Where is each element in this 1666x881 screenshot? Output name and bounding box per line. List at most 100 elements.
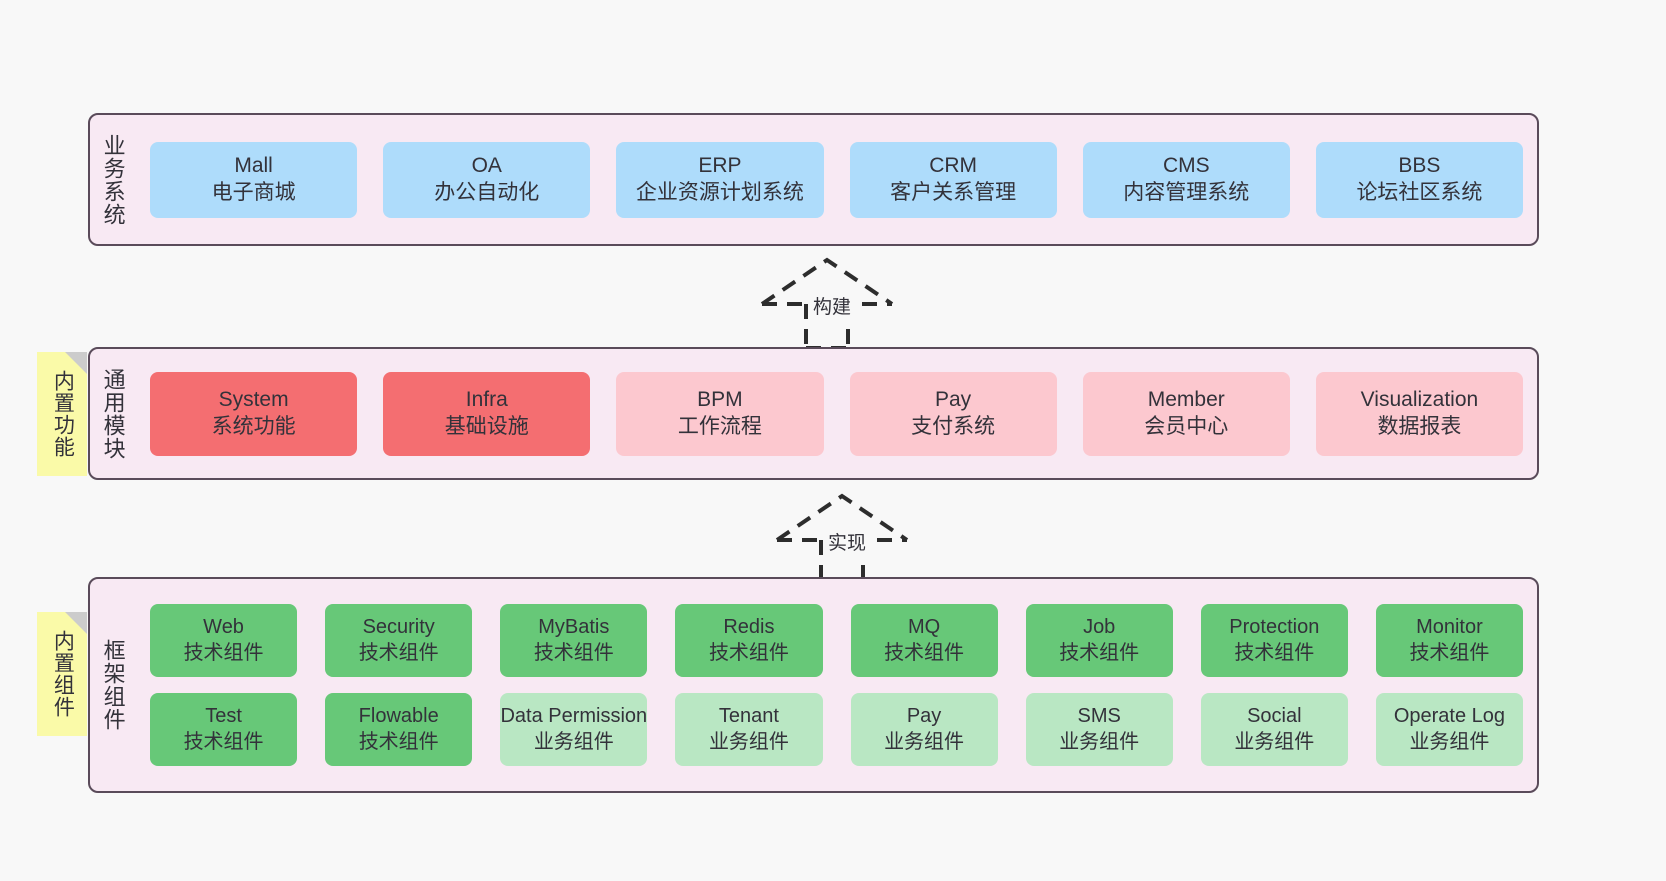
- box-name: Flowable: [358, 704, 439, 727]
- layer-common-modules: 通用模块 System 系统功能 Infra 基础设施 BPM 工作流程 Pay…: [88, 347, 1539, 480]
- note-label: 内置功能: [51, 370, 75, 458]
- framework-box-operate-log[interactable]: Operate Log 业务组件: [1375, 693, 1523, 766]
- business-systems-row: Mall 电子商城 OA 办公自动化 ERP 企业资源计划系统 CRM 客户关系…: [150, 141, 1524, 218]
- framework-box-social[interactable]: Social 业务组件: [1200, 693, 1348, 766]
- box-desc: 内容管理系统: [1123, 180, 1250, 204]
- note-builtin-function: 内置功能: [37, 352, 87, 476]
- box-name: Visualization: [1360, 387, 1479, 411]
- box-desc: 技术组件: [1059, 641, 1140, 664]
- common-box-member[interactable]: Member 会员中心: [1082, 371, 1290, 456]
- box-name: Pay: [935, 387, 972, 411]
- business-box-erp[interactable]: ERP 企业资源计划系统: [616, 141, 824, 218]
- layer-body-business: Mall 电子商城 OA 办公自动化 ERP 企业资源计划系统 CRM 客户关系…: [136, 115, 1537, 244]
- box-desc: 技术组件: [884, 641, 965, 664]
- box-desc: 工作流程: [677, 414, 762, 438]
- framework-box-sms[interactable]: SMS 业务组件: [1025, 693, 1173, 766]
- box-desc: 技术组件: [183, 730, 264, 753]
- common-box-system[interactable]: System 系统功能: [150, 371, 358, 456]
- box-desc: 客户关系管理: [890, 180, 1017, 204]
- box-name: CRM: [929, 153, 978, 177]
- box-desc: 会员中心: [1144, 414, 1229, 438]
- framework-box-redis[interactable]: Redis 技术组件: [675, 604, 823, 677]
- connector-label-build: 构建: [812, 292, 853, 319]
- box-desc: 系统功能: [211, 414, 296, 438]
- framework-box-mybatis[interactable]: MyBatis 技术组件: [500, 604, 648, 677]
- box-name: Data Permission: [500, 704, 648, 727]
- box-name: MyBatis: [538, 615, 610, 638]
- common-modules-row: System 系统功能 Infra 基础设施 BPM 工作流程 Pay 支付系统…: [150, 371, 1524, 456]
- box-name: Tenant: [718, 704, 779, 727]
- connector-label-implement: 实现: [827, 528, 868, 555]
- box-desc: 基础设施: [444, 414, 529, 438]
- box-desc: 技术组件: [708, 641, 789, 664]
- business-box-cms[interactable]: CMS 内容管理系统: [1082, 141, 1290, 218]
- box-desc: 业务组件: [884, 730, 965, 753]
- box-desc: 数据报表: [1377, 414, 1462, 438]
- framework-box-test[interactable]: Test 技术组件: [150, 693, 298, 766]
- connector-implement: 实现: [755, 488, 955, 588]
- box-name: Pay: [906, 704, 942, 727]
- box-name: Operate Log: [1393, 704, 1506, 727]
- box-name: Web: [203, 615, 244, 638]
- common-box-visualization[interactable]: Visualization 数据报表: [1315, 371, 1524, 456]
- box-desc: 论坛社区系统: [1356, 180, 1483, 204]
- box-desc: 技术组件: [533, 641, 614, 664]
- note-builtin-component: 内置组件: [37, 612, 87, 736]
- layer-business-systems: 业务系统 Mall 电子商城 OA 办公自动化 ERP 企业资源计划系统 CRM…: [88, 113, 1539, 246]
- common-box-infra[interactable]: Infra 基础设施: [383, 371, 591, 456]
- box-name: Protection: [1229, 615, 1320, 638]
- box-name: Social: [1247, 704, 1302, 727]
- box-name: BPM: [697, 387, 743, 411]
- box-name: ERP: [698, 153, 742, 177]
- layer-title-common: 通用模块: [100, 367, 126, 460]
- framework-biz-row: Test 技术组件 Flowable 技术组件 Data Permission …: [150, 693, 1523, 766]
- box-desc: 技术组件: [1234, 641, 1315, 664]
- box-name: Security: [362, 615, 435, 638]
- framework-box-protection[interactable]: Protection 技术组件: [1200, 604, 1348, 677]
- box-desc: 技术组件: [358, 730, 439, 753]
- business-box-bbs[interactable]: BBS 论坛社区系统: [1315, 141, 1524, 218]
- box-desc: 业务组件: [1409, 730, 1490, 753]
- box-name: Test: [205, 704, 242, 727]
- box-desc: 办公自动化: [434, 180, 540, 204]
- framework-box-job[interactable]: Job 技术组件: [1025, 604, 1173, 677]
- layer-title-business: 业务系统: [100, 133, 126, 226]
- box-desc: 企业资源计划系统: [635, 180, 804, 204]
- box-name: Member: [1147, 387, 1225, 411]
- box-name: Infra: [465, 387, 508, 411]
- framework-box-web[interactable]: Web 技术组件: [150, 604, 298, 677]
- box-desc: 业务组件: [533, 730, 614, 753]
- box-name: MQ: [907, 615, 941, 638]
- box-name: Redis: [723, 615, 775, 638]
- common-box-bpm[interactable]: BPM 工作流程: [616, 371, 824, 456]
- framework-box-security[interactable]: Security 技术组件: [325, 604, 473, 677]
- box-desc: 电子商城: [211, 180, 296, 204]
- layer-framework-components: 框架组件 Web 技术组件 Security 技术组件 MyBatis 技术组件…: [88, 577, 1539, 793]
- framework-box-flowable[interactable]: Flowable 技术组件: [325, 693, 473, 766]
- framework-box-data-permission[interactable]: Data Permission 业务组件: [500, 693, 648, 766]
- framework-box-pay[interactable]: Pay 业务组件: [850, 693, 998, 766]
- box-name: BBS: [1398, 153, 1441, 177]
- business-box-oa[interactable]: OA 办公自动化: [383, 141, 591, 218]
- box-name: Monitor: [1416, 615, 1483, 638]
- business-box-mall[interactable]: Mall 电子商城: [150, 141, 358, 218]
- box-name: System: [218, 387, 289, 411]
- box-name: SMS: [1077, 704, 1121, 727]
- layer-title-framework: 框架组件: [100, 639, 126, 731]
- box-name: CMS: [1162, 153, 1210, 177]
- framework-box-mq[interactable]: MQ 技术组件: [850, 604, 998, 677]
- layer-body-framework: Web 技术组件 Security 技术组件 MyBatis 技术组件 Redi…: [136, 579, 1537, 791]
- framework-box-tenant[interactable]: Tenant 业务组件: [675, 693, 823, 766]
- layer-body-common: System 系统功能 Infra 基础设施 BPM 工作流程 Pay 支付系统…: [136, 349, 1537, 478]
- box-desc: 业务组件: [1234, 730, 1315, 753]
- note-label: 内置组件: [51, 630, 75, 718]
- framework-tech-row: Web 技术组件 Security 技术组件 MyBatis 技术组件 Redi…: [150, 604, 1523, 677]
- box-name: Job: [1083, 615, 1116, 638]
- common-box-pay[interactable]: Pay 支付系统: [849, 371, 1057, 456]
- connector-build: 构建: [740, 252, 940, 352]
- framework-box-monitor[interactable]: Monitor 技术组件: [1375, 604, 1523, 677]
- box-name: OA: [471, 153, 502, 177]
- business-box-crm[interactable]: CRM 客户关系管理: [849, 141, 1057, 218]
- box-desc: 技术组件: [1409, 641, 1490, 664]
- box-desc: 技术组件: [358, 641, 439, 664]
